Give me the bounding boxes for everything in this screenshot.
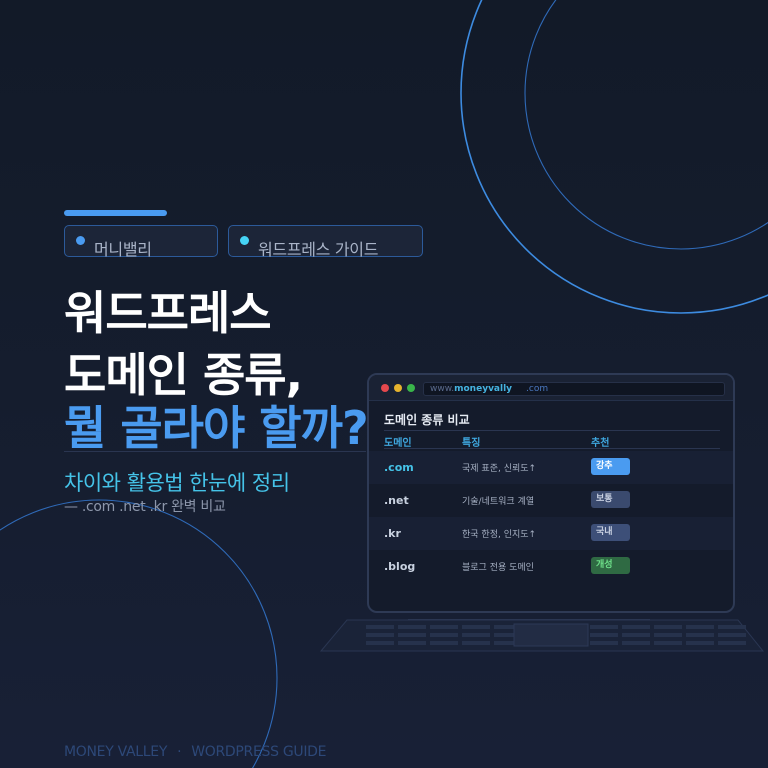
browser-topbar: www.moneyvally .com xyxy=(369,375,733,401)
trackpad-icon xyxy=(513,623,589,647)
row-feature: 블로그 전용 도메인 xyxy=(462,563,534,573)
minimize-dot-icon xyxy=(394,384,402,392)
subtitle: 차이와 활용법 한눈에 정리 xyxy=(64,471,290,495)
url-prefix: www. xyxy=(430,384,455,394)
tag-moneyvally: 머니밸리 xyxy=(64,225,218,259)
inner-ring-icon xyxy=(524,0,768,250)
table-header-rule xyxy=(384,448,720,449)
row-domain: .com xyxy=(384,461,414,474)
subnote: — .com .net .kr 완벽 비교 xyxy=(64,499,226,515)
dot-icon xyxy=(240,236,249,245)
address-bar: www.moneyvally .com xyxy=(423,382,725,396)
tag-wordpress-guide: 워드프레스 가이드 xyxy=(228,225,423,259)
footer-guide: WORDPRESS GUIDE xyxy=(191,744,327,760)
outer-ring-icon xyxy=(460,0,768,314)
dot-icon xyxy=(76,236,85,245)
headline-line-1: 워드프레스 xyxy=(64,286,272,340)
row-domain: .blog xyxy=(384,560,416,573)
headline-line-2: 도메인 종류, xyxy=(64,348,303,402)
row-feature: 국제 표준, 신뢰도↑ xyxy=(462,464,537,474)
column-header-recommend: 추천 xyxy=(591,438,610,449)
footer-separator: · xyxy=(177,744,182,760)
recommend-badge: 국내 xyxy=(591,524,630,541)
headline-divider xyxy=(64,451,366,452)
maximize-dot-icon xyxy=(407,384,415,392)
table-title: 도메인 종류 비교 xyxy=(384,413,470,427)
recommend-badge: 보통 xyxy=(591,491,630,508)
close-dot-icon xyxy=(381,384,389,392)
browser-mockup: www.moneyvally .com 도메인 종류 비교 도메인 특징 추천 .… xyxy=(367,373,735,613)
tag-label: 워드프레스 가이드 xyxy=(258,240,379,259)
footer-brand: MONEY VALLEY xyxy=(64,744,168,760)
url-tld: .com xyxy=(526,384,549,394)
tag-label: 머니밸리 xyxy=(94,240,152,259)
url-host: moneyvally xyxy=(454,384,513,394)
column-header-feature: 특징 xyxy=(462,438,481,449)
table-title-rule xyxy=(384,430,720,431)
accent-bar xyxy=(64,210,167,216)
row-domain: .net xyxy=(384,494,409,507)
recommend-badge: 강추 xyxy=(591,458,630,475)
table-row: .net 기술/네트워크 계열 보통 xyxy=(369,484,733,517)
table-row: .blog 블로그 전용 도메인 개성 xyxy=(369,550,733,583)
table-row: .com 국제 표준, 신뢰도↑ 강추 xyxy=(369,451,733,484)
footer: MONEY VALLEY · WORDPRESS GUIDE xyxy=(64,744,327,760)
laptop-keyboard-base xyxy=(320,619,764,652)
table-row: .kr 한국 한정, 인지도↑ 국내 xyxy=(369,517,733,550)
row-domain: .kr xyxy=(384,527,401,540)
bottom-ring-icon xyxy=(0,499,278,768)
row-feature: 기술/네트워크 계열 xyxy=(462,497,535,507)
headline-line-3: 뭘 골라야 할까? xyxy=(64,401,369,455)
column-header-domain: 도메인 xyxy=(384,438,412,449)
row-feature: 한국 한정, 인지도↑ xyxy=(462,530,537,540)
recommend-badge: 개성 xyxy=(591,557,630,574)
